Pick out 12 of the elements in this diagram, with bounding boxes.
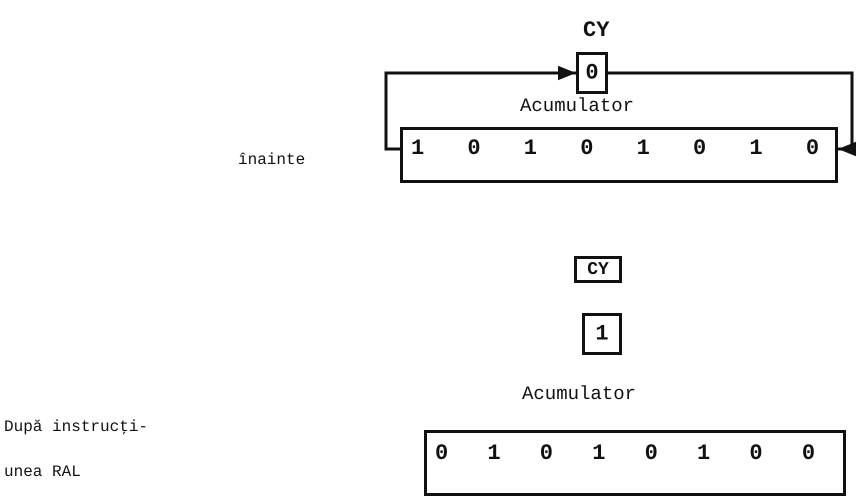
register-heading: Acumulator (520, 95, 634, 117)
arrow (608, 72, 856, 156)
register-label: CY (586, 260, 610, 280)
bit-value: 0 (584, 60, 600, 86)
state-caption: După instrucţi- unea RAL (4, 417, 150, 483)
bit-values: 0 1 0 1 0 1 0 0 (435, 441, 816, 466)
register-heading: Acumulator (522, 383, 636, 405)
state-caption: înainte (238, 150, 306, 171)
bit-values: 1 0 1 0 1 0 1 0 (411, 136, 820, 161)
arrow (384, 66, 576, 150)
bit-value: 1 (594, 322, 610, 346)
register-label: CY (583, 17, 610, 45)
